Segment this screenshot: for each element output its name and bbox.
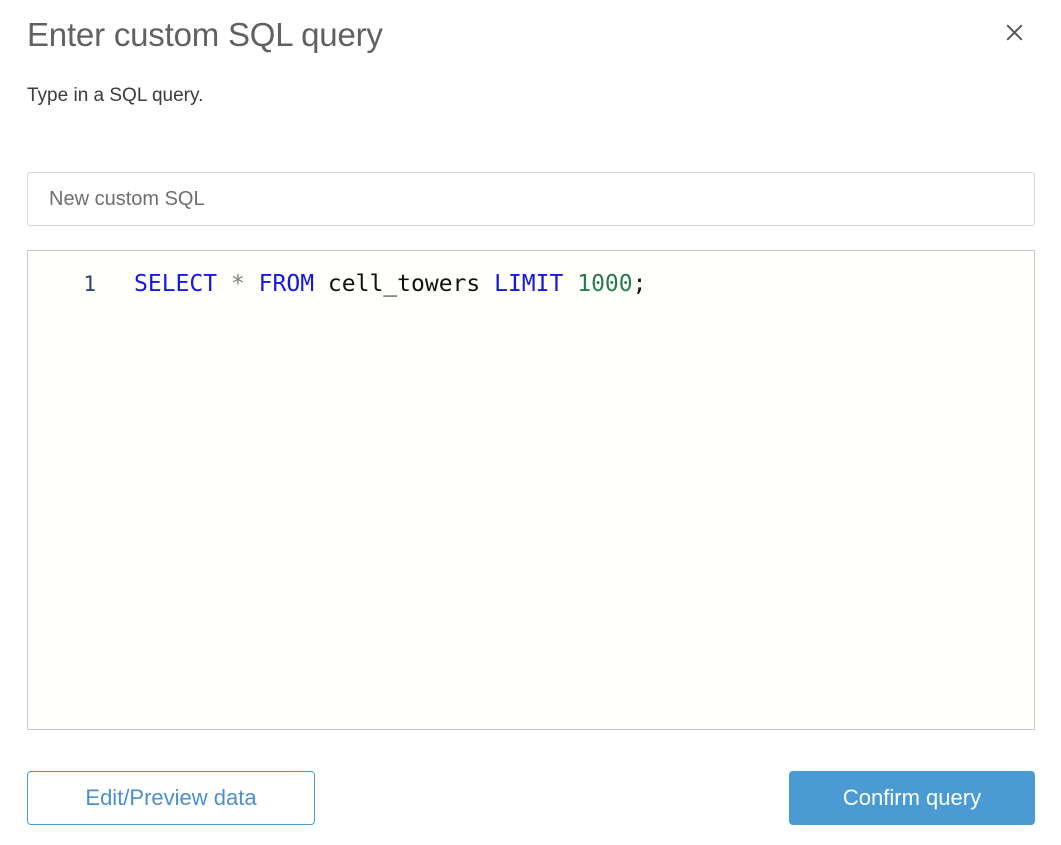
sql-token-punct: ; (632, 271, 647, 297)
editor-line-1: 1 SELECT * FROM cell_towers LIMIT 1000; (28, 267, 646, 301)
sql-token-keyword: FROM (258, 271, 315, 297)
sql-token-plain (563, 271, 577, 297)
dialog-subtitle: Type in a SQL query. (27, 85, 204, 106)
page-title: Enter custom SQL query (27, 16, 383, 53)
dialog-header: Enter custom SQL query (0, 0, 1061, 70)
close-icon (1005, 23, 1024, 42)
sql-token-identifier: cell_towers (327, 271, 481, 297)
edit-preview-data-button[interactable]: Edit/Preview data (27, 771, 315, 825)
sql-token-plain (217, 271, 231, 297)
sql-token-number: 1000 (577, 271, 633, 297)
sql-token-plain (314, 271, 328, 297)
confirm-query-button[interactable]: Confirm query (789, 771, 1035, 825)
close-button[interactable] (1001, 19, 1028, 46)
sql-query-text[interactable]: SELECT * FROM cell_towers LIMIT 1000; (108, 271, 646, 297)
sql-code-editor[interactable]: 1 SELECT * FROM cell_towers LIMIT 1000; (27, 250, 1035, 730)
sql-token-keyword: LIMIT (494, 271, 564, 297)
line-number: 1 (83, 272, 96, 296)
sql-token-plain (480, 271, 494, 297)
sql-token-plain (245, 271, 259, 297)
sql-name-input[interactable] (27, 172, 1035, 226)
sql-token-operator: * (230, 271, 245, 297)
sql-token-keyword: SELECT (134, 271, 218, 297)
